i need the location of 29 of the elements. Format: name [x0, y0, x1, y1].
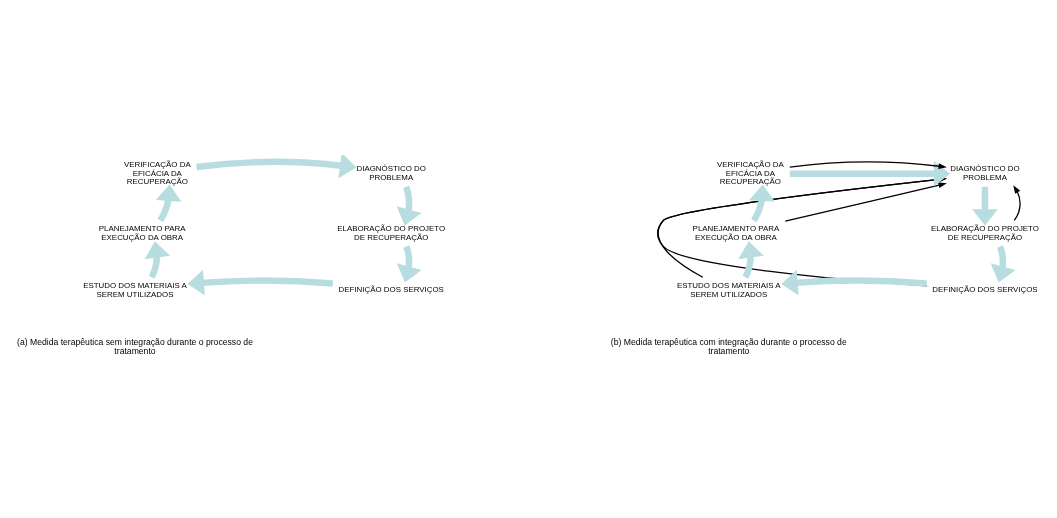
label: (b) Medida terapêutica com integração durante o processo de tratamento [610, 336, 847, 357]
arrow [990, 245, 1016, 283]
arrow [144, 241, 170, 279]
node-text: ELABORAÇÃO DO PROJETO DE RECUPERAÇÃO [931, 224, 1039, 242]
node-text: DIAGNÓSTICO DO PROBLEMA [356, 164, 426, 183]
arrow [781, 269, 927, 296]
node-text: PLANEJAMENTO PARA EXECUÇÃO DA OBRA [692, 224, 780, 242]
arrow [749, 184, 775, 223]
node-text: DEFINIÇÃO DOS SERVIÇOS [338, 285, 444, 295]
node-text: PLANEJAMENTO PARA EXECUÇÃO DA OBRA [98, 224, 186, 242]
arrow [187, 269, 334, 296]
node-text: ELABORAÇÃO DO PROJETO DE RECUPERAÇÃO [337, 224, 446, 242]
node-text: VERIFICAÇÃO DA EFICÁCIA DA RECUPERAÇÃO [716, 160, 784, 187]
node-text: DEFINIÇÃO DOS SERVIÇOS [932, 285, 1038, 295]
node-text: DIAGNÓSTICO DO PROBLEMA [950, 164, 1020, 183]
node-text: ESTUDO DOS MATERIAIS A SEREM UTILIZADOS [83, 281, 187, 299]
arrow [196, 155, 357, 179]
arrow [1013, 185, 1021, 222]
node-text: ESTUDO DOS MATERIAIS A SEREM UTILIZADOS [677, 281, 781, 299]
label: (a) Medida terapêutica sem integração durante o processo de tratamento [17, 336, 253, 357]
arrow [972, 186, 998, 226]
arrow [789, 161, 947, 170]
node-text: VERIFICAÇÃO DA EFICÁCIA DA RECUPERAÇÃO [123, 160, 191, 187]
arrow [784, 182, 947, 222]
arrow [789, 160, 951, 187]
arrow [738, 241, 764, 279]
arrow [396, 185, 422, 226]
arrow [396, 245, 422, 283]
arrow [155, 184, 182, 223]
